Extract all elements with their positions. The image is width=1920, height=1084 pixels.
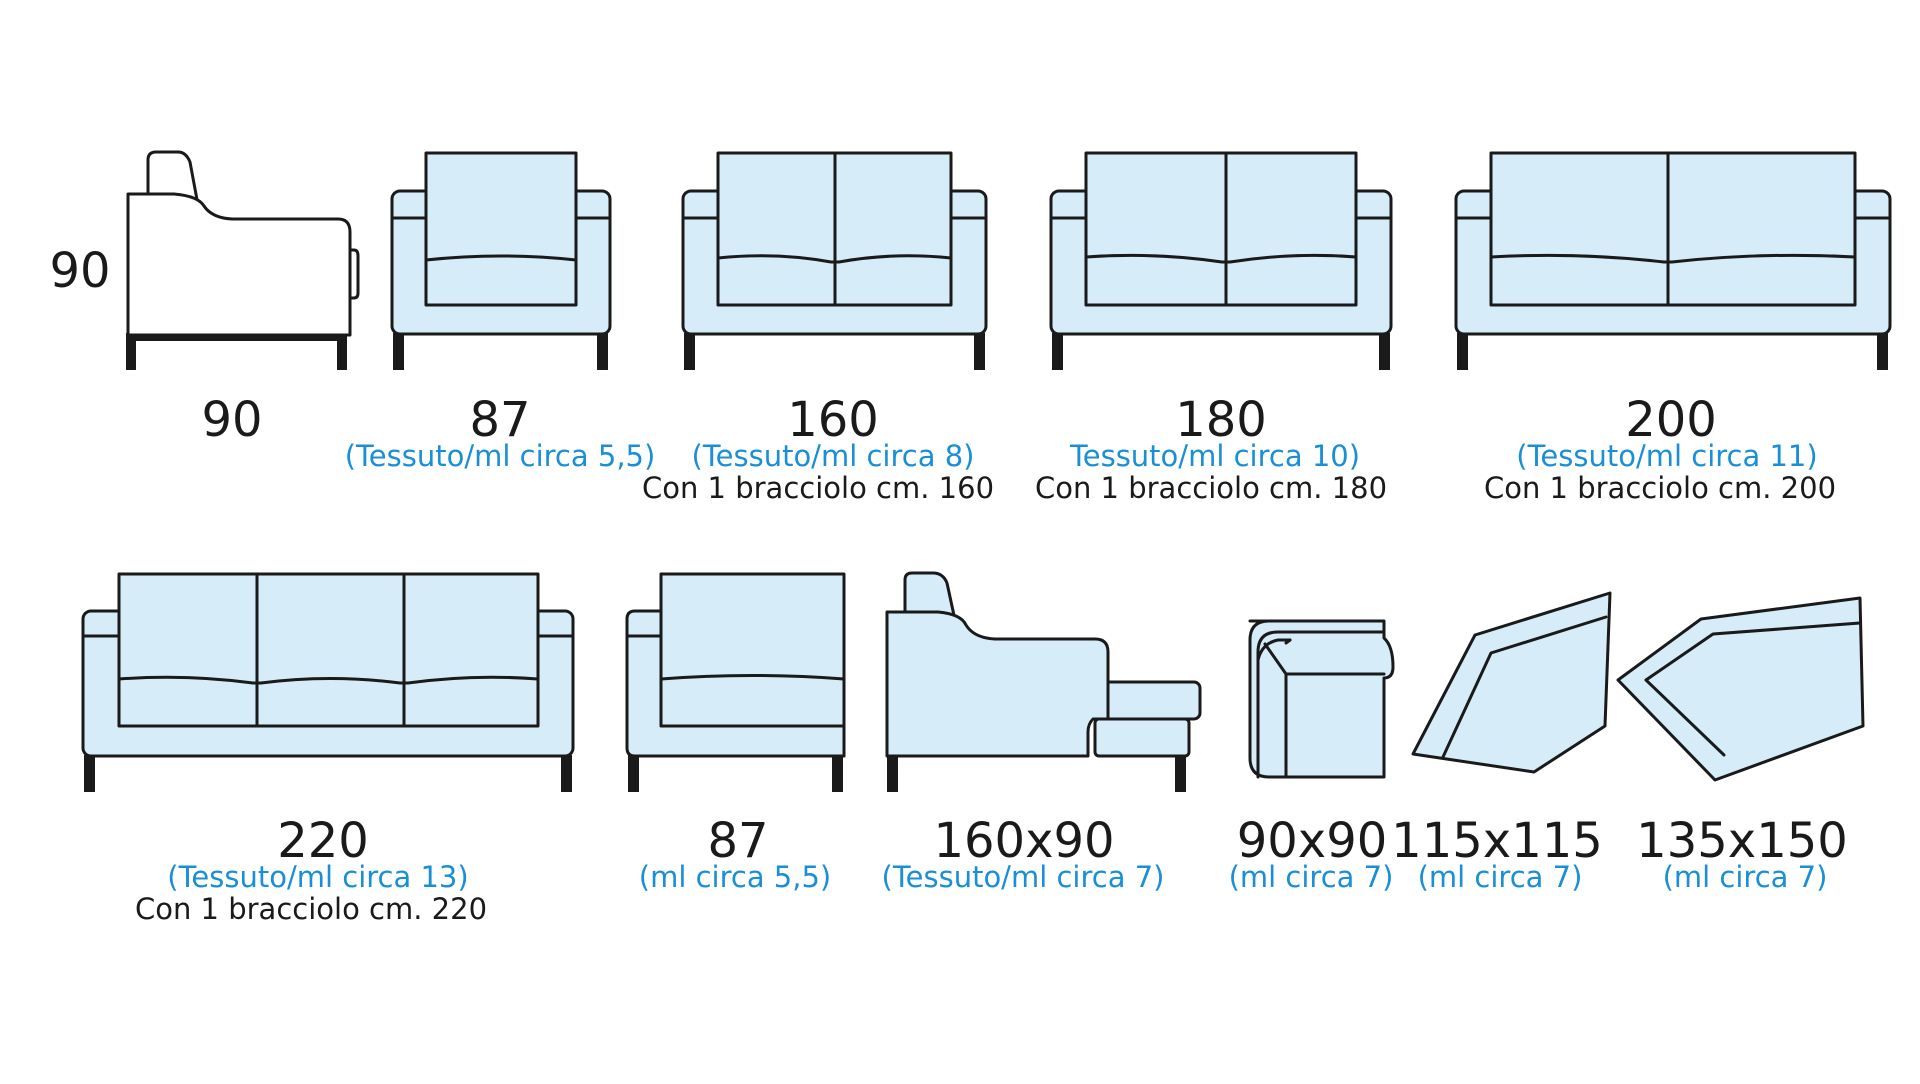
item-note-label: Con 1 bracciolo cm. 180 xyxy=(1034,471,1388,505)
item-fabric-label: (ml circa 5,5) xyxy=(638,860,832,894)
one-arm-element-87-icon xyxy=(625,572,846,792)
armchair-87-icon xyxy=(390,151,612,370)
chaise-longue-160x90-icon xyxy=(885,571,1202,792)
item-size-label: 115x115 xyxy=(1391,813,1603,869)
item-fabric-label: (ml circa 7) xyxy=(1417,860,1583,894)
item-size-label: 200 xyxy=(1625,392,1717,448)
item-fabric-label: (Tessuto/ml circa 8) xyxy=(691,439,975,473)
item-note-label: Con 1 bracciolo cm. 160 xyxy=(641,471,995,505)
item-size-label: 135x150 xyxy=(1636,813,1848,869)
sofa-220-icon xyxy=(81,572,575,792)
sofa-180-icon xyxy=(1049,151,1393,370)
item-size-label: 90x90 xyxy=(1236,813,1388,869)
corner-135x150-icon xyxy=(1616,596,1865,782)
item-fabric-label: (Tessuto/ml circa 11) xyxy=(1516,439,1818,473)
item-fabric-label: (Tessuto/ml circa 5,5) xyxy=(344,439,656,473)
item-size-label: 90 xyxy=(201,392,263,448)
item-note-label: Con 1 bracciolo cm. 220 xyxy=(134,892,488,926)
item-size-label: 160 xyxy=(787,392,879,448)
corner-90x90-icon xyxy=(1248,619,1395,779)
item-fabric-label: (ml circa 7) xyxy=(1228,860,1394,894)
item-note-label: Con 1 bracciolo cm. 200 xyxy=(1483,471,1837,505)
sofa-200-icon xyxy=(1454,151,1892,370)
item-fabric-label: (Tessuto/ml circa 7) xyxy=(881,860,1165,894)
item-size-label: 220 xyxy=(277,813,369,869)
corner-115x115-icon xyxy=(1411,591,1612,774)
item-size-label: 160x90 xyxy=(933,813,1115,869)
item-size-label: 180 xyxy=(1175,392,1267,448)
height-label: 90 xyxy=(49,243,111,299)
side-view-sofa-icon xyxy=(126,150,360,370)
item-size-label: 87 xyxy=(469,392,531,448)
item-fabric-label: (Tessuto/ml circa 13) xyxy=(167,860,469,894)
item-size-label: 87 xyxy=(707,813,769,869)
sofa-160-icon xyxy=(681,151,988,370)
item-fabric-label: (ml circa 7) xyxy=(1662,860,1828,894)
item-fabric-label: Tessuto/ml circa 10) xyxy=(1069,439,1361,473)
